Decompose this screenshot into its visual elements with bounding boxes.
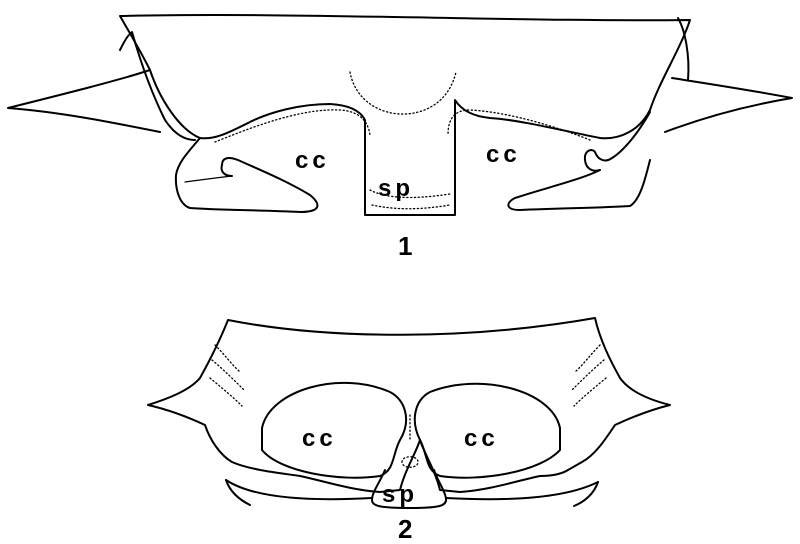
figure-1: cc cc sp 1	[8, 15, 792, 261]
figure-1-inner-contour	[215, 110, 370, 142]
figure-1-right-spine	[665, 78, 792, 132]
figure-1-inner-contour-right	[448, 110, 590, 140]
figure-1-number: 1	[398, 231, 412, 261]
figure-1-septum-label: sp	[378, 175, 414, 202]
figure-2-septum-label: sp	[382, 481, 418, 508]
figure-2-left-ribs	[210, 345, 244, 406]
figure-1-right-chamber-label: cc	[486, 141, 521, 168]
figure-1-left-claw-inner	[185, 176, 232, 182]
figure-1-inner-arc	[350, 72, 456, 114]
figure-2-left-chamber-label: cc	[302, 425, 337, 452]
figure-2: cc cc sp 2	[148, 318, 670, 544]
figure-2-right-chamber-label: cc	[464, 425, 499, 452]
figure-2-right-ribs	[572, 345, 606, 406]
figure-1-left-spine	[8, 70, 160, 132]
figure-1-right-claw	[508, 112, 650, 210]
figure-1-left-shoulder	[120, 32, 195, 140]
figure-2-number: 2	[398, 514, 412, 544]
figure-1-left-chamber-label: cc	[295, 147, 330, 174]
figure-2-body-outline	[148, 318, 670, 492]
